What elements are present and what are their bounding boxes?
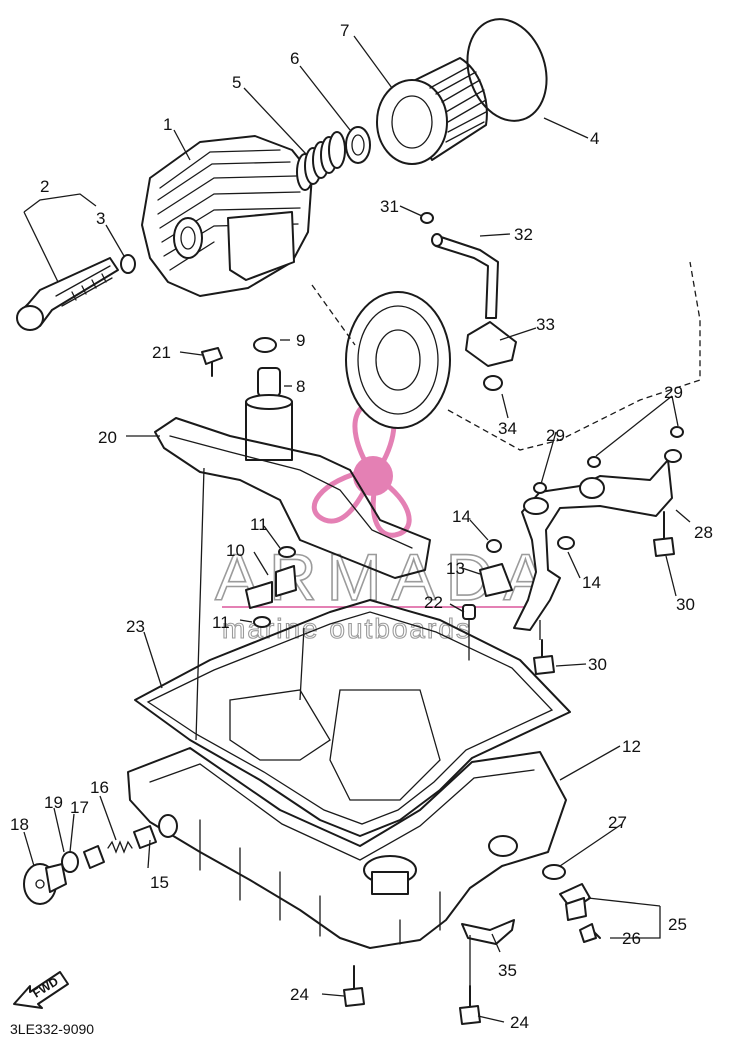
part-piston-17 bbox=[83, 845, 105, 869]
part-oil-pipe-32 bbox=[431, 233, 499, 319]
callout-32: 32 bbox=[514, 225, 533, 244]
callout-5: 5 bbox=[232, 73, 241, 92]
part-o-ring-3 bbox=[120, 254, 136, 274]
part-union-10 bbox=[245, 565, 297, 609]
part-bolt-21 bbox=[201, 347, 223, 377]
callout-21: 21 bbox=[152, 343, 171, 362]
part-o-ring-29-b bbox=[587, 456, 601, 468]
callout-31: 31 bbox=[380, 197, 399, 216]
part-oil-filter-element bbox=[376, 57, 488, 165]
part-o-ring-11-a bbox=[278, 546, 296, 558]
callout-11-b: 11 bbox=[212, 613, 230, 632]
callout-13: 13 bbox=[446, 559, 465, 578]
part-drain-bolt-25 bbox=[559, 883, 591, 921]
part-o-ring-29-c bbox=[670, 426, 684, 438]
part-filter-bolt bbox=[16, 257, 119, 331]
callout-2: 2 bbox=[40, 177, 49, 196]
callout-numbers: 1 2 3 4 5 6 7 8 9 10 11 11 12 13 14 14 1… bbox=[10, 21, 713, 1032]
engine-outline-dashed bbox=[311, 261, 701, 451]
callout-33: 33 bbox=[536, 315, 555, 334]
callout-8: 8 bbox=[296, 377, 305, 396]
part-o-ring-9 bbox=[253, 337, 277, 353]
part-spring-16 bbox=[107, 840, 133, 854]
part-plug-18 bbox=[23, 863, 67, 905]
callout-30-a: 30 bbox=[676, 595, 695, 614]
part-bolt-24-a bbox=[343, 965, 365, 1007]
callout-7: 7 bbox=[340, 21, 349, 40]
callout-25: 25 bbox=[668, 915, 687, 934]
callout-16: 16 bbox=[90, 778, 109, 797]
part-oil-filter-cover bbox=[141, 135, 313, 297]
callout-1: 1 bbox=[163, 115, 172, 134]
part-relief-valve-15 bbox=[133, 814, 178, 849]
callout-15: 15 bbox=[150, 873, 169, 892]
callout-34: 34 bbox=[498, 419, 517, 438]
callout-11-a: 11 bbox=[250, 515, 268, 534]
callout-6: 6 bbox=[290, 49, 299, 68]
part-o-ring-14-a bbox=[486, 539, 502, 553]
part-o-ring-31 bbox=[420, 212, 434, 224]
callout-35: 35 bbox=[498, 961, 517, 980]
callout-30-b: 30 bbox=[588, 655, 607, 674]
part-filter-housing-ring bbox=[345, 291, 451, 429]
part-baffle-plate bbox=[154, 417, 431, 579]
callout-26: 26 bbox=[622, 929, 641, 948]
leader-lines bbox=[23, 35, 691, 1023]
diagram-code: 3LE332-9090 bbox=[10, 1021, 94, 1037]
part-o-ring-4 bbox=[466, 18, 548, 122]
part-union-13 bbox=[479, 563, 513, 597]
callout-14-a: 14 bbox=[452, 507, 471, 526]
part-bolt-30-a bbox=[653, 511, 675, 557]
callout-29-a: 29 bbox=[664, 383, 683, 402]
guide-lines bbox=[195, 467, 541, 986]
callout-27: 27 bbox=[608, 813, 627, 832]
callout-22: 22 bbox=[424, 593, 443, 612]
part-bracket-35 bbox=[461, 919, 515, 945]
part-gasket-27 bbox=[542, 864, 566, 880]
callout-24-b: 24 bbox=[510, 1013, 529, 1032]
callout-4: 4 bbox=[590, 129, 599, 148]
part-bolt-30-b bbox=[533, 639, 555, 675]
part-o-ring-29-a bbox=[533, 482, 547, 494]
part-spring bbox=[296, 131, 346, 191]
callout-9: 9 bbox=[296, 331, 305, 350]
forward-arrow: FWD bbox=[13, 971, 69, 1009]
part-screw-26 bbox=[579, 923, 601, 943]
part-oil-pipe-28 bbox=[513, 449, 682, 631]
callout-23: 23 bbox=[126, 617, 145, 636]
callout-18: 18 bbox=[10, 815, 29, 834]
callout-17: 17 bbox=[70, 798, 89, 817]
callout-3: 3 bbox=[96, 209, 105, 228]
callout-14-b: 14 bbox=[582, 573, 601, 592]
callout-28: 28 bbox=[694, 523, 713, 542]
callout-12: 12 bbox=[622, 737, 641, 756]
part-oil-pan bbox=[127, 689, 567, 949]
part-washer-6 bbox=[345, 126, 371, 164]
callout-10: 10 bbox=[226, 541, 245, 560]
part-o-ring-19 bbox=[61, 851, 79, 873]
part-o-ring-11-b bbox=[253, 616, 271, 628]
part-oil-pan-gasket bbox=[134, 599, 571, 837]
callout-20: 20 bbox=[98, 428, 117, 447]
part-damper-33 bbox=[465, 321, 517, 367]
propeller-icon bbox=[311, 400, 412, 538]
callout-24-a: 24 bbox=[290, 985, 309, 1004]
callout-19: 19 bbox=[44, 793, 63, 812]
part-bolt-24-b bbox=[459, 985, 481, 1025]
part-washer-34 bbox=[483, 375, 503, 391]
callout-29-b: 29 bbox=[546, 426, 565, 445]
part-o-ring-14-b bbox=[557, 536, 575, 550]
part-strainer bbox=[245, 367, 293, 461]
